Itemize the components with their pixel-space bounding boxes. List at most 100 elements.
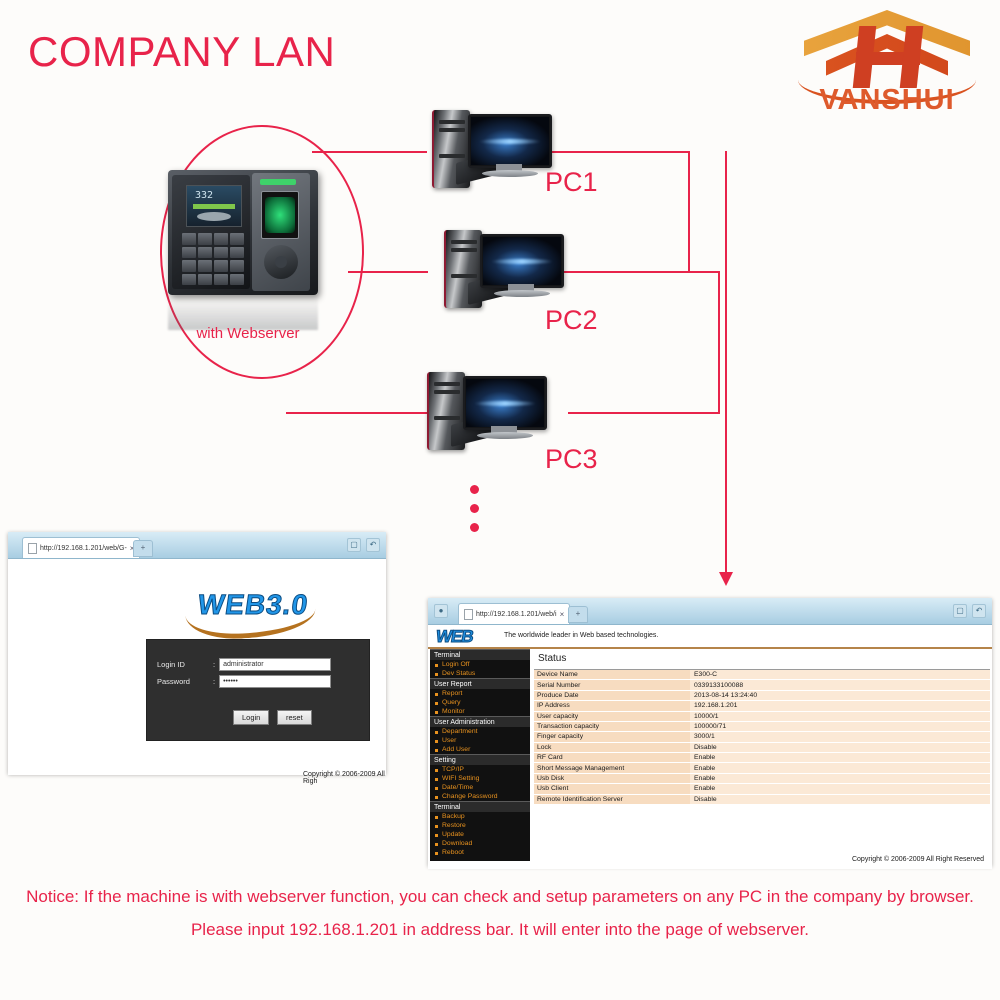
nav-item-user[interactable]: User: [430, 736, 530, 745]
nav-item-query[interactable]: Query: [430, 698, 530, 707]
undo-icon[interactable]: ↶: [366, 538, 380, 552]
keypad-key: [182, 246, 196, 258]
nav-item-dev-status[interactable]: Dev Status: [430, 669, 530, 678]
new-tab-button[interactable]: +: [568, 606, 588, 623]
keypad-key: [198, 260, 212, 272]
nav-item-login-off[interactable]: Login Off: [430, 660, 530, 669]
link-pc1-bus: [525, 151, 690, 153]
nav-item-reboot[interactable]: Reboot: [430, 848, 530, 857]
pc-monitor-stand: [491, 426, 517, 434]
browser-tab-title: http://192.168.1.201/web/G-: [40, 544, 127, 552]
camera-icon[interactable]: ▢: [953, 604, 967, 618]
nav-group-title: User Report: [430, 678, 530, 689]
reset-button[interactable]: reset: [277, 710, 312, 725]
device-lcd-screen: 332: [186, 185, 242, 227]
keypad-key: [198, 246, 212, 258]
nav-item-report[interactable]: Report: [430, 689, 530, 698]
page-favicon-icon: [28, 542, 37, 554]
arrow-to-status-window-icon: [719, 572, 733, 586]
password-row: Password : ••••••: [157, 675, 332, 688]
nav-item-department[interactable]: Department: [430, 727, 530, 736]
browser-tab[interactable]: http://192.168.1.201/web/G- ×: [22, 537, 141, 558]
pc-2-label: PC2: [545, 305, 598, 335]
fingerprint-glow: [265, 197, 295, 233]
device-screen-value: 332: [195, 190, 214, 201]
tower-slot: [439, 154, 465, 158]
nav-item-backup[interactable]: Backup: [430, 812, 530, 821]
status-row-key: IP Address: [534, 701, 690, 711]
login-id-input[interactable]: administrator: [219, 658, 332, 671]
ellipsis-dot-icon: [470, 523, 479, 532]
browser-tab[interactable]: http://192.168.1.201/web/i ×: [458, 603, 571, 624]
password-input[interactable]: ••••••: [219, 675, 332, 688]
brand-logo: VANSHUI: [792, 4, 982, 119]
nav-group-title: Setting: [430, 754, 530, 765]
nav-item-add-user[interactable]: Add User: [430, 745, 530, 754]
tower-slot: [439, 120, 465, 124]
keypad-key: [198, 233, 212, 245]
close-icon[interactable]: ×: [130, 544, 135, 553]
tower-slot: [451, 240, 477, 244]
page-favicon-icon: [464, 608, 473, 620]
pc-3-label: PC3: [545, 444, 598, 474]
device-keypad: [182, 233, 244, 285]
status-row-value: 192.168.1.201: [690, 701, 990, 711]
ellipsis-dot-icon: [470, 485, 479, 494]
undo-icon[interactable]: ↶: [972, 604, 986, 618]
new-tab-button[interactable]: +: [133, 540, 153, 557]
page-title: COMPANY LAN: [28, 28, 336, 75]
login-id-label: Login ID: [157, 660, 185, 669]
web30-logo-swoosh-icon: [185, 607, 317, 642]
notice-line-1: Notice: If the machine is with webserver…: [26, 887, 974, 906]
status-row-value: Enable: [690, 753, 990, 763]
status-row-key: Short Message Management: [534, 763, 690, 773]
status-row-value: Disable: [690, 742, 990, 752]
status-row-value: 2013-08-14 13:24:40: [690, 690, 990, 701]
nav-item-restore[interactable]: Restore: [430, 821, 530, 830]
nav-item-wifi-setting[interactable]: WIFI Setting: [430, 774, 530, 783]
pc-monitor-wallpaper-wave: [473, 401, 537, 407]
browser-chrome: http://192.168.1.201/web/G- × + ▢ ↶: [8, 532, 386, 559]
nav-item-change-password[interactable]: Change Password: [430, 792, 530, 801]
pc-monitor-base: [477, 432, 533, 439]
browser-controls: ▢ ↶: [347, 538, 380, 552]
device-left-panel: 332: [172, 175, 250, 289]
nav-item-download[interactable]: Download: [430, 839, 530, 848]
status-row-key: RF Card: [534, 753, 690, 763]
device-screen-green-bar: [193, 204, 235, 209]
pc-monitor-stand: [508, 284, 534, 292]
nav-item-monitor[interactable]: Monitor: [430, 707, 530, 716]
pc-monitor-screen: [466, 379, 544, 427]
ellipsis-dot-icon: [470, 504, 479, 513]
close-icon[interactable]: ×: [559, 609, 565, 619]
pc-monitor-stand: [496, 164, 522, 172]
keypad-key: [214, 246, 228, 258]
nav-item-tcp-ip[interactable]: TCP/IP: [430, 765, 530, 774]
keypad-key: [182, 233, 196, 245]
browser-tab-title: http://192.168.1.201/web/i: [476, 610, 557, 618]
browser-window-left-controls: ●: [434, 604, 448, 618]
login-browser-window: http://192.168.1.201/web/G- × + ▢ ↶ WEB3…: [8, 532, 386, 785]
nav-item-date-time[interactable]: Date/Time: [430, 783, 530, 792]
login-button[interactable]: Login: [233, 710, 270, 725]
keypad-key: [182, 260, 196, 272]
nav-item-update[interactable]: Update: [430, 830, 530, 839]
logo-swoosh-icon: [798, 80, 976, 104]
camera-icon[interactable]: ▢: [347, 538, 361, 552]
status-row-key: Remote Identification Server: [534, 794, 690, 804]
tower-slot: [434, 390, 460, 394]
status-row-key: Usb Client: [534, 784, 690, 794]
browser-menu-icon[interactable]: ●: [434, 604, 448, 618]
pc-monitor-icon: [480, 234, 564, 288]
tower-slot: [434, 382, 460, 386]
link-pc3-bus: [568, 412, 720, 414]
